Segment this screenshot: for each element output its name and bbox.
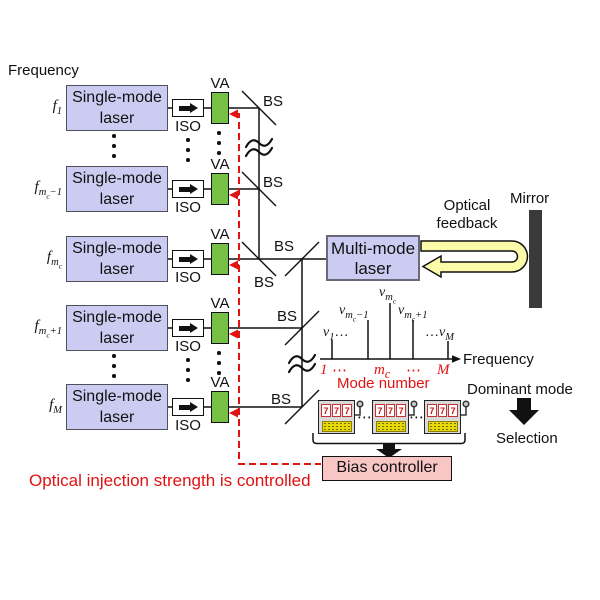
variable-attenuator-1 [211, 92, 229, 124]
ellipsis-dots [217, 351, 221, 375]
peak-label-nu-mc: νmc [379, 285, 397, 306]
selection-label: Selection [496, 430, 558, 447]
va-label-1: VA [210, 75, 230, 92]
mode-number-1: 1 [320, 362, 328, 378]
optical-injection-note: Optical injection strength is controlled [29, 471, 311, 490]
coin-tray [428, 421, 458, 432]
frequency-label-fmc-1: fmc−1 [34, 179, 62, 201]
iso-arrow-icon [178, 256, 190, 262]
frequency-label-f1: f1 [52, 98, 62, 117]
variable-attenuator-2 [211, 173, 229, 205]
iso-label-1: ISO [175, 118, 201, 135]
mode-number-mc: mc [374, 362, 391, 381]
iso-arrow-icon [178, 105, 190, 111]
dominant-mode-label: Dominant mode [467, 381, 573, 398]
bracket-down-arrow [376, 443, 402, 458]
iso-label-4: ISO [175, 338, 201, 355]
va-label-4: VA [210, 295, 230, 312]
mirror-label: Mirror [510, 190, 550, 207]
bs-label-3-left: BS [254, 274, 275, 291]
ellipsis-dots [112, 134, 116, 158]
iso-arrowhead-icon [189, 103, 198, 113]
coin-tray [376, 421, 406, 432]
ellipsis-dots [186, 138, 190, 162]
isolator-5 [172, 398, 204, 416]
frequency-column-label: Frequency [8, 62, 79, 79]
iso-arrowhead-icon [189, 254, 198, 264]
iso-label-3: ISO [175, 269, 201, 286]
isolator-3 [172, 250, 204, 268]
iso-arrow-icon [178, 404, 190, 410]
isolator-1 [172, 99, 204, 117]
variable-attenuator-5 [211, 391, 229, 423]
iso-arrowhead-icon [189, 184, 198, 194]
variable-attenuator-3 [211, 243, 229, 275]
frequency-label-fmc+1: fmc+1 [34, 318, 62, 340]
spectrum-axis-label: Frequency [463, 351, 534, 368]
peak-label-nu1: ν1… [323, 325, 349, 343]
bs-label-3-right: BS [274, 238, 295, 255]
iso-arrowhead-icon [189, 402, 198, 412]
peak-label-nuM: …νM [425, 325, 454, 343]
iso-arrow-icon [178, 325, 190, 331]
peak-label-nu-mc+1: νmc+1 [398, 303, 428, 324]
iso-arrow-icon [178, 186, 190, 192]
red-control-arrowheads [229, 109, 238, 418]
iso-label-2: ISO [175, 199, 201, 216]
mode-number-label: Mode number [337, 375, 430, 392]
va-label-3: VA [210, 226, 230, 243]
slot-separator-dots: ⋯ [357, 409, 372, 426]
mode-number-dots: ⋯ [332, 363, 347, 379]
slot-group-bracket [312, 433, 466, 445]
dominant-mode-down-arrow [509, 398, 539, 425]
mode-number-dots: ⋯ [406, 363, 421, 379]
bs-label-2: BS [263, 174, 284, 191]
va-label-2: VA [210, 156, 230, 173]
ellipsis-dots [217, 131, 221, 155]
peak-label-nu-mc-1: νmc−1 [339, 303, 369, 324]
red-control-dashed-line [236, 113, 321, 465]
iso-arrowhead-icon [189, 323, 198, 333]
isolator-4 [172, 319, 204, 337]
spectrum-axis-arrowhead [452, 355, 461, 363]
frequency-label-fmc: fmc [46, 249, 62, 271]
ellipsis-dots [186, 358, 190, 382]
spectrum-axis-and-peaks [320, 303, 453, 360]
frequency-label-fM: fM [49, 397, 62, 416]
ellipsis-dots [112, 354, 116, 378]
iso-label-5: ISO [175, 417, 201, 434]
line-break-marks [244, 137, 317, 374]
coin-tray [322, 421, 352, 432]
bs-label-5: BS [271, 391, 292, 408]
beamsplitter-diagonals [241, 90, 320, 425]
slot-separator-dots: ⋯ [409, 409, 424, 426]
variable-attenuator-4 [211, 312, 229, 344]
bias-controller: Bias controller [322, 456, 452, 481]
mirror [529, 210, 542, 308]
slot-machine-handles [355, 400, 470, 416]
bs-label-1: BS [263, 93, 284, 110]
mode-number-M: M [437, 362, 450, 378]
isolator-2 [172, 180, 204, 198]
va-label-5: VA [210, 374, 230, 391]
optical-feedback-arrow [420, 240, 529, 279]
bs-label-4: BS [277, 308, 298, 325]
